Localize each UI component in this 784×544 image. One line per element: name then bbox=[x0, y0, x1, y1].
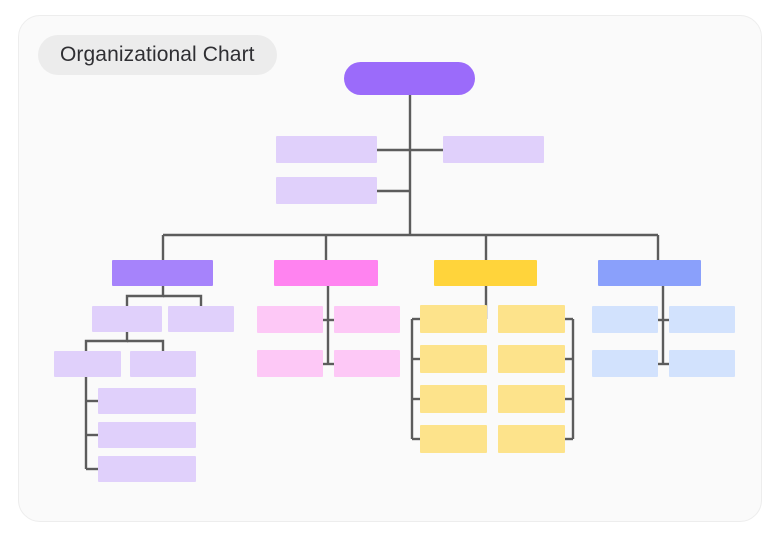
node-branch-blue[interactable] bbox=[598, 260, 701, 286]
node-yellow-r2c1[interactable] bbox=[420, 345, 487, 373]
node-yellow-r4c2[interactable] bbox=[498, 425, 565, 453]
node-purple-c2[interactable] bbox=[98, 422, 196, 448]
node-purple-a2[interactable] bbox=[168, 306, 234, 332]
node-branch-yellow[interactable] bbox=[434, 260, 537, 286]
connector-purple-split-b bbox=[84, 332, 129, 351]
connector-purple-split-b2 bbox=[127, 339, 165, 351]
node-branch-pink[interactable] bbox=[274, 260, 378, 286]
node-layer bbox=[54, 62, 735, 482]
node-staff-1[interactable] bbox=[276, 136, 377, 163]
node-blue-r2c1[interactable] bbox=[592, 350, 658, 377]
node-staff-3[interactable] bbox=[276, 177, 377, 204]
page-title: Organizational Chart bbox=[38, 35, 277, 75]
node-branch-purple[interactable] bbox=[112, 260, 213, 286]
node-purple-c1[interactable] bbox=[98, 388, 196, 414]
node-pink-r2c2[interactable] bbox=[334, 350, 400, 377]
node-purple-b2[interactable] bbox=[130, 351, 196, 377]
connector-layer bbox=[84, 95, 671, 471]
node-root[interactable] bbox=[344, 62, 475, 95]
connector-purple-split bbox=[125, 286, 165, 306]
node-purple-c3[interactable] bbox=[98, 456, 196, 482]
node-pink-r1c1[interactable] bbox=[257, 306, 323, 333]
node-purple-b1[interactable] bbox=[54, 351, 121, 377]
connector-purple-split-2 bbox=[163, 294, 203, 306]
node-yellow-r3c1[interactable] bbox=[420, 385, 487, 413]
node-purple-a1[interactable] bbox=[92, 306, 162, 332]
node-blue-r2c2[interactable] bbox=[669, 350, 735, 377]
node-blue-r1c1[interactable] bbox=[592, 306, 658, 333]
node-yellow-r2c2[interactable] bbox=[498, 345, 565, 373]
node-pink-r1c2[interactable] bbox=[334, 306, 400, 333]
node-yellow-r4c1[interactable] bbox=[420, 425, 487, 453]
node-pink-r2c1[interactable] bbox=[257, 350, 323, 377]
node-yellow-r1c2[interactable] bbox=[498, 305, 565, 333]
node-blue-r1c2[interactable] bbox=[669, 306, 735, 333]
node-yellow-r3c2[interactable] bbox=[498, 385, 565, 413]
node-staff-2[interactable] bbox=[443, 136, 544, 163]
node-yellow-r1c1[interactable] bbox=[420, 305, 487, 333]
